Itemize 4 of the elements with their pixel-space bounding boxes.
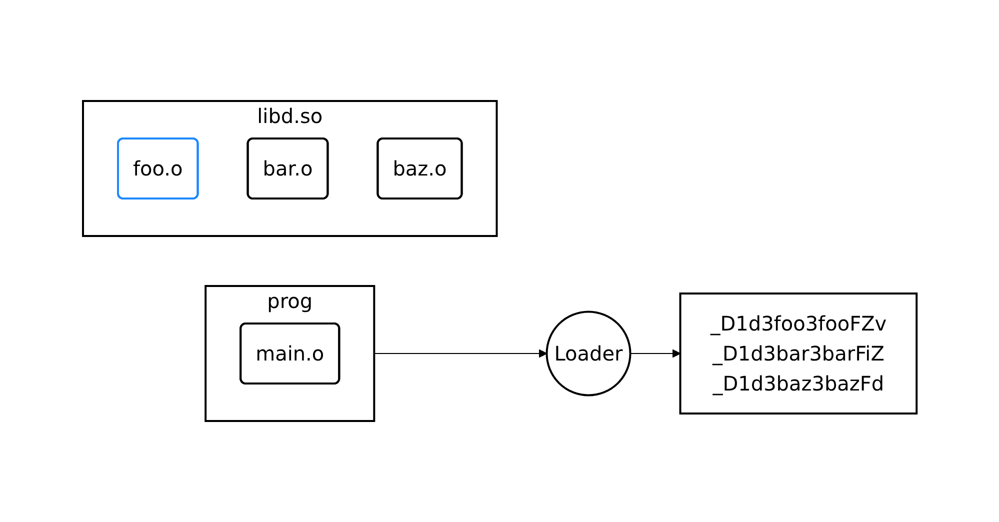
node-box: _D1d3foo3fooFZv _D1d3bar3barFiZ _D1d3baz3bazFd [678,292,918,414]
node-circle: Loader [545,310,631,396]
arrow [629,349,680,358]
arrow [373,349,547,358]
